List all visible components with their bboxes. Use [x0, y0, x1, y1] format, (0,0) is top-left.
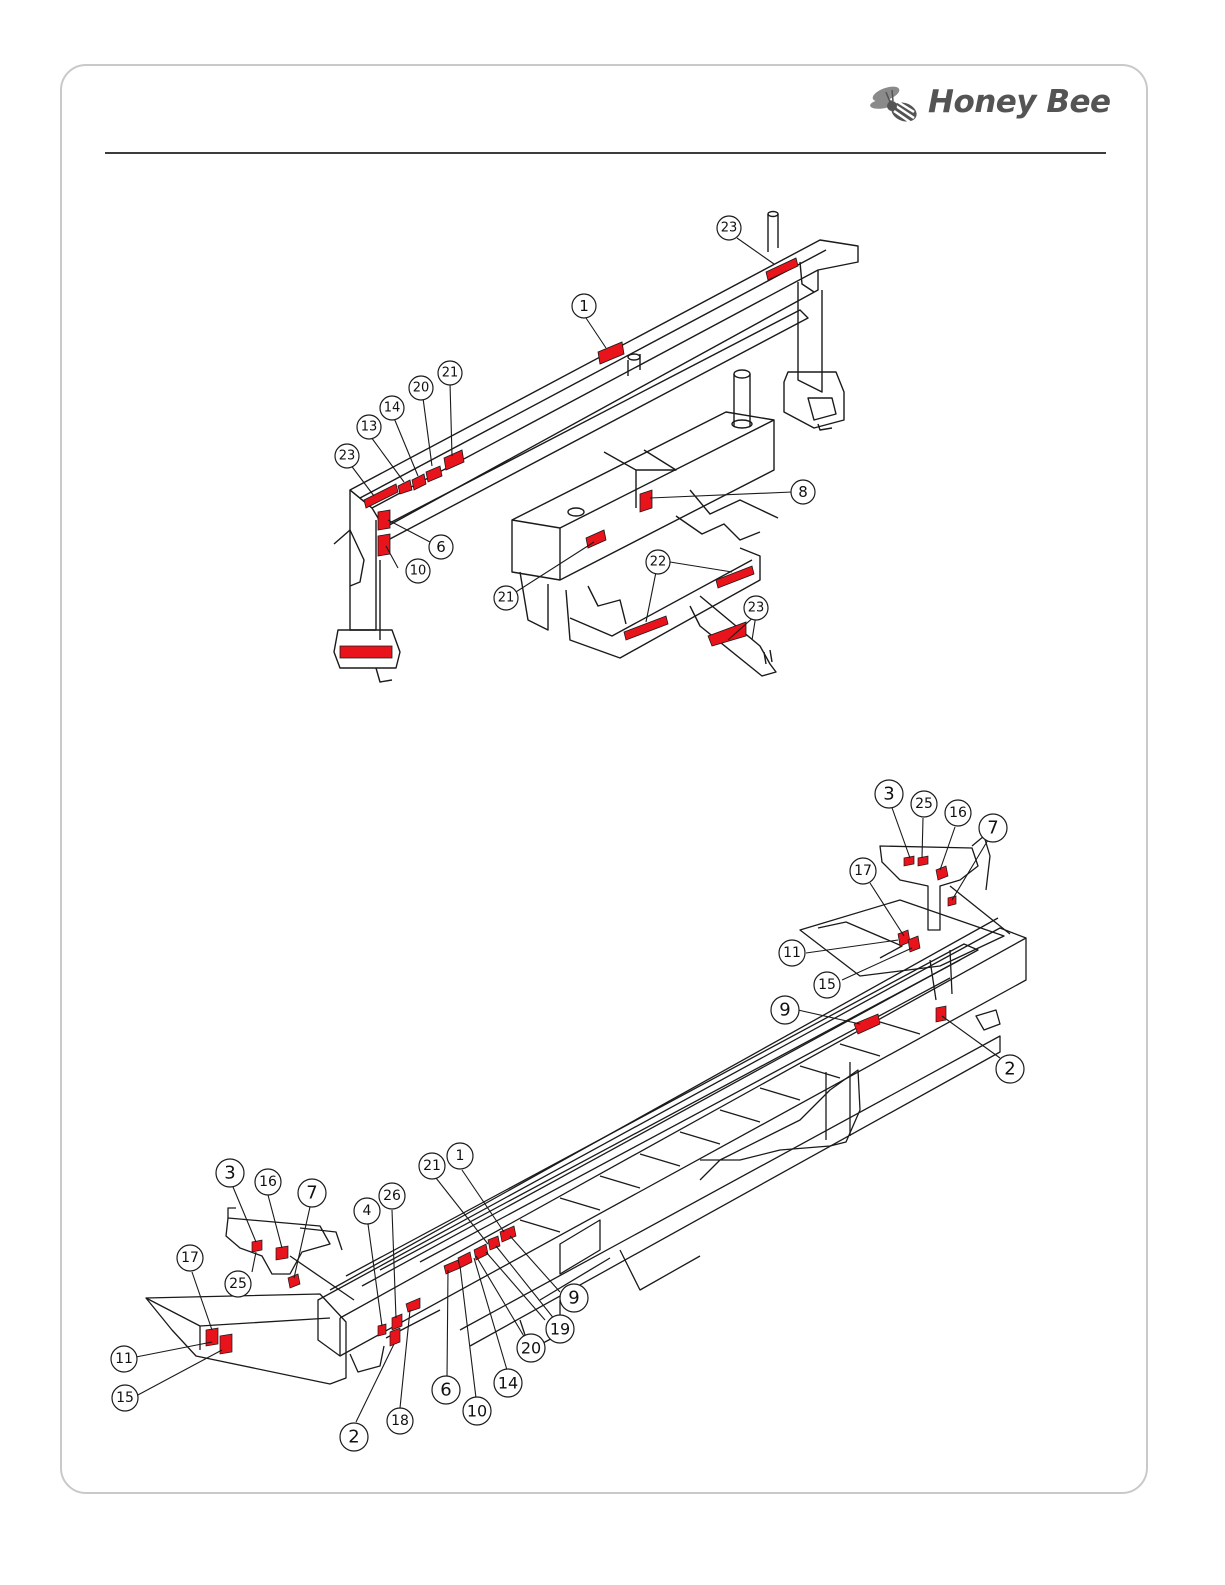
callout-number: 15 [116, 1390, 134, 1406]
callout-number: 16 [259, 1174, 277, 1190]
callout-bottom-20: 19 [546, 1315, 574, 1343]
callout-bottom-24: 2 [340, 1423, 368, 1451]
callout-number: 11 [115, 1351, 133, 1367]
callout-number: 15 [818, 977, 836, 993]
callout-bottom-25: 18 [387, 1408, 413, 1434]
callout-number: 18 [391, 1413, 409, 1429]
callout-number: 17 [854, 863, 872, 879]
callout-bottom-22: 11 [111, 1346, 137, 1372]
callout-number: 3 [224, 1163, 235, 1184]
callout-bottom-23: 15 [112, 1385, 138, 1411]
callout-bottom-7: 15 [814, 972, 840, 998]
callout-bottom-28: 14 [494, 1369, 522, 1397]
callout-number: 3 [883, 784, 894, 805]
callout-number: 9 [568, 1288, 579, 1309]
callout-bottom-18: 25 [225, 1271, 251, 1297]
callout-bottom-2: 25 [911, 791, 937, 817]
callout-bottom-21: 20 [517, 1334, 545, 1362]
callout-bottom-12: 7 [298, 1179, 326, 1207]
callout-bottom-4: 7 [979, 814, 1007, 842]
callout-bottom-8: 9 [771, 996, 799, 1024]
callout-number: 1 [456, 1148, 465, 1164]
callout-bottom-17: 17 [177, 1245, 203, 1271]
callout-number: 6 [440, 1380, 451, 1401]
callout-bottom-9: 2 [996, 1055, 1024, 1083]
callout-number: 4 [363, 1203, 372, 1219]
callout-number: 2 [1004, 1059, 1015, 1080]
callout-number: 26 [383, 1188, 401, 1204]
callout-bottom-3: 16 [945, 800, 971, 826]
callout-number: 25 [229, 1276, 247, 1292]
callout-number: 7 [306, 1183, 317, 1204]
callout-number: 2 [348, 1427, 359, 1448]
callout-number: 20 [521, 1339, 541, 1358]
callout-bottom-6: 11 [779, 940, 805, 966]
callout-bottom-1: 3 [875, 780, 903, 808]
callout-number: 25 [915, 796, 933, 812]
callout-number: 10 [467, 1402, 487, 1421]
callout-number: 16 [949, 805, 967, 821]
callout-bottom-19: 9 [560, 1284, 588, 1312]
callout-bottom-11: 16 [255, 1169, 281, 1195]
callout-number: 17 [181, 1250, 199, 1266]
callout-bottom-14: 26 [379, 1183, 405, 1209]
callout-bottom-13: 4 [354, 1198, 380, 1224]
callout-bottom-5: 17 [850, 858, 876, 884]
callout-bottom-27: 10 [463, 1397, 491, 1425]
callout-bottom-26: 6 [432, 1376, 460, 1404]
callout-number: 9 [779, 1000, 790, 1021]
callout-number: 21 [423, 1158, 441, 1174]
callout-bottom-15: 21 [419, 1153, 445, 1179]
callout-number: 14 [498, 1374, 518, 1393]
callout-number: 19 [550, 1320, 570, 1339]
callout-number: 11 [783, 945, 801, 961]
callout-number: 7 [987, 818, 998, 839]
callout-bottom-10: 3 [216, 1159, 244, 1187]
callout-bottom-16: 1 [447, 1143, 473, 1169]
